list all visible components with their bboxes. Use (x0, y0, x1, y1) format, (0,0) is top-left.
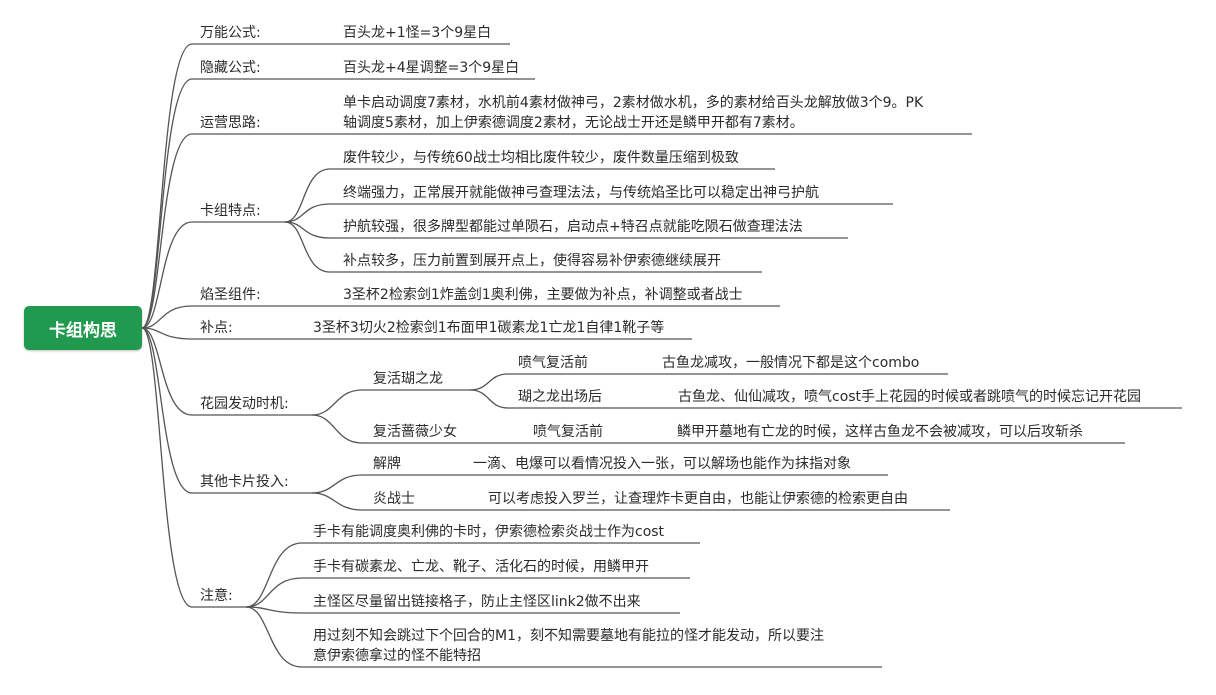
feature-item: 护航较强，很多牌型都能过单陨石，启动点+特召点就能吃陨石做查理法法 (343, 219, 803, 235)
branch-notes-label: 注意: (200, 588, 233, 604)
other-c1-label: 解牌 (373, 456, 401, 472)
garden-sub1-c1-label: 喷气复活前 (518, 355, 588, 371)
branch-budian-label: 补点: (200, 320, 233, 336)
feature-item: 废件较少，与传统60战士均相比废件较少，废件数量压缩到极致 (343, 150, 739, 166)
note-item: 主怪区尽量留出链接格子，防止主怪区link2做不出来 (313, 594, 641, 610)
connector (141, 133, 193, 329)
connector (141, 221, 193, 329)
connector (141, 327, 193, 416)
connector (141, 327, 193, 340)
branch-yansheng-label: 焰圣组件: (200, 287, 261, 303)
garden-sub2-c1-label: 喷气复活前 (533, 424, 603, 440)
note-item: 手卡有碳素龙、亡龙、靴子、活化石的时候，用鳞甲开 (313, 559, 649, 575)
connector (141, 78, 193, 329)
garden-sub1-c2-label: 瑚之龙出场后 (518, 389, 602, 405)
branch-garden-label: 花园发动时机: (200, 396, 289, 412)
note-item: 手卡有能调度奥利佛的卡时，伊索德检索炎战士作为cost (313, 524, 665, 540)
note-item-last-line1: 用过刻不知会跳过下个回合的M1，刻不知需要墓地有能拉的怪才能发动，所以要注 (313, 628, 824, 644)
branch-formula-label: 万能公式: (200, 25, 261, 41)
garden-sub2-c1-detail: 鳞甲开墓地有亡龙的时候，这样古鱼龙不会被减攻，可以后攻斩杀 (677, 424, 1083, 440)
connector (141, 305, 193, 329)
connector (141, 43, 193, 329)
other-c1-detail: 一滴、电爆可以看情况投入一张，可以解场也能作为抹指对象 (473, 456, 851, 472)
branch-other-label: 其他卡片投入: (200, 474, 289, 490)
branch-formula-detail: 百头龙+1怪=3个9星白 (343, 25, 492, 41)
branch-hidden-label: 隐藏公式: (200, 60, 261, 76)
other-c2-detail: 可以考虑投入罗兰，让查理炸卡更自由，也能让伊索德的检索更自由 (488, 491, 908, 507)
connector (141, 327, 193, 608)
root-label: 卡组构思 (49, 320, 117, 341)
branch-yansheng-detail: 3圣杯2检索剑1炸盖剑1奥利佛，主要做为补点，补调整或者战士 (343, 287, 743, 303)
garden-sub1-label: 复活瑚之龙 (373, 371, 443, 387)
branch-hidden-detail: 百头龙+4星调整=3个9星白 (343, 60, 520, 76)
feature-item: 补点较多，压力前置到展开点上，使得容易补伊索德继续展开 (343, 253, 721, 269)
branch-ops-label: 运营思路: (200, 115, 261, 131)
branch-ops-detail-line2: 轴调度5素材，加上伊索德调度2素材，无论战士开还是鳞甲开都有7素材。 (343, 115, 804, 131)
note-item-last-line2: 意伊索德拿过的怪不能特招 (313, 648, 481, 664)
garden-sub1-c2-detail: 古鱼龙、仙仙减攻，喷气cost手上花园的时候或者跳喷气的时候忘记开花园 (678, 389, 1142, 405)
other-c2-label: 炎战士 (373, 491, 415, 507)
branch-features-label: 卡组特点: (200, 203, 261, 219)
garden-sub1-c1-detail: 古鱼龙减攻，一般情况下都是这个combo (662, 355, 920, 371)
feature-item: 终端强力，正常展开就能做神弓查理法法，与传统焰圣比可以稳定出神弓护航 (343, 185, 819, 201)
branch-ops-detail-line1: 单卡启动调度7素材，水机前4素材做神弓，2素材做水机，多的素材给百头龙解放做3个… (343, 95, 924, 111)
connector (141, 327, 193, 494)
root-node[interactable]: 卡组构思 (24, 306, 142, 350)
garden-sub2-label: 复活蔷薇少女 (373, 424, 457, 440)
branch-budian-detail: 3圣杯3切火2检索剑1布面甲1碳素龙1亡龙1自律1靴子等 (313, 320, 665, 336)
